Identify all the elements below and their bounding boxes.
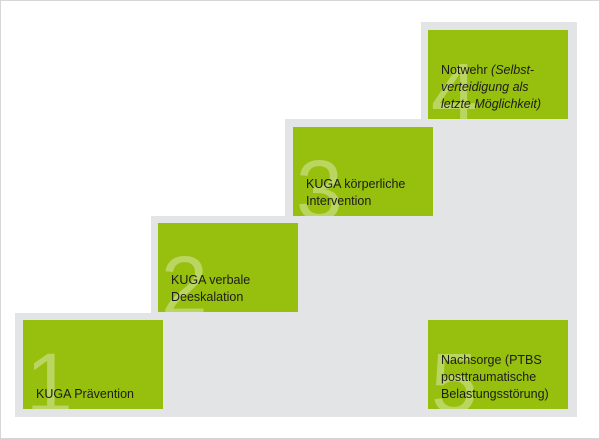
step-number: 1	[26, 336, 73, 409]
step-3-intervention: 3 KUGA körperliche Intervention	[293, 127, 433, 216]
step-number: 5	[431, 336, 478, 409]
step-label-line: KUGA körperliche	[306, 177, 406, 191]
step-label: KUGA Prävention	[36, 386, 159, 403]
step-2-deeskalation: 2 KUGA verbale Deeskalation	[158, 223, 298, 312]
step-5-nachsorge: 5 Nachsorge (PTBS posttraumatische Belas…	[428, 320, 568, 409]
step-label-italic: (Selbst-	[491, 63, 535, 77]
step-label-line: Belastungsstörung)	[441, 387, 549, 401]
step-label-italic: letzte Möglichkeit)	[441, 97, 542, 111]
step-label-line: KUGA Prävention	[36, 387, 134, 401]
step-label-line: posttraumatische	[441, 370, 537, 384]
step-label-italic: verteidigung als	[441, 80, 529, 94]
step-label-line: Notwehr (Selbst-	[441, 62, 564, 79]
step-label-line: Nachsorge (PTBS	[441, 353, 542, 367]
step-label: Nachsorge (PTBS posttraumatische Belastu…	[441, 352, 564, 403]
step-label-line: Deeskalation	[171, 290, 244, 304]
step-number: 3	[296, 143, 343, 216]
step-label: Notwehr (Selbst- verteidigung als letzte…	[441, 62, 564, 113]
step-title: Notwehr	[441, 63, 488, 77]
step-label: KUGA verbale Deeskalation	[171, 272, 294, 306]
step-label-line: Intervention	[306, 194, 372, 208]
step-number: 2	[161, 239, 208, 312]
step-label-line: KUGA verbale	[171, 273, 251, 287]
step-1-pravention: 1 KUGA Prävention	[23, 320, 163, 409]
step-label: KUGA körperliche Intervention	[306, 176, 429, 210]
step-4-notwehr: 4 Notwehr (Selbst- verteidigung als letz…	[428, 30, 568, 119]
step-number: 4	[431, 46, 478, 119]
